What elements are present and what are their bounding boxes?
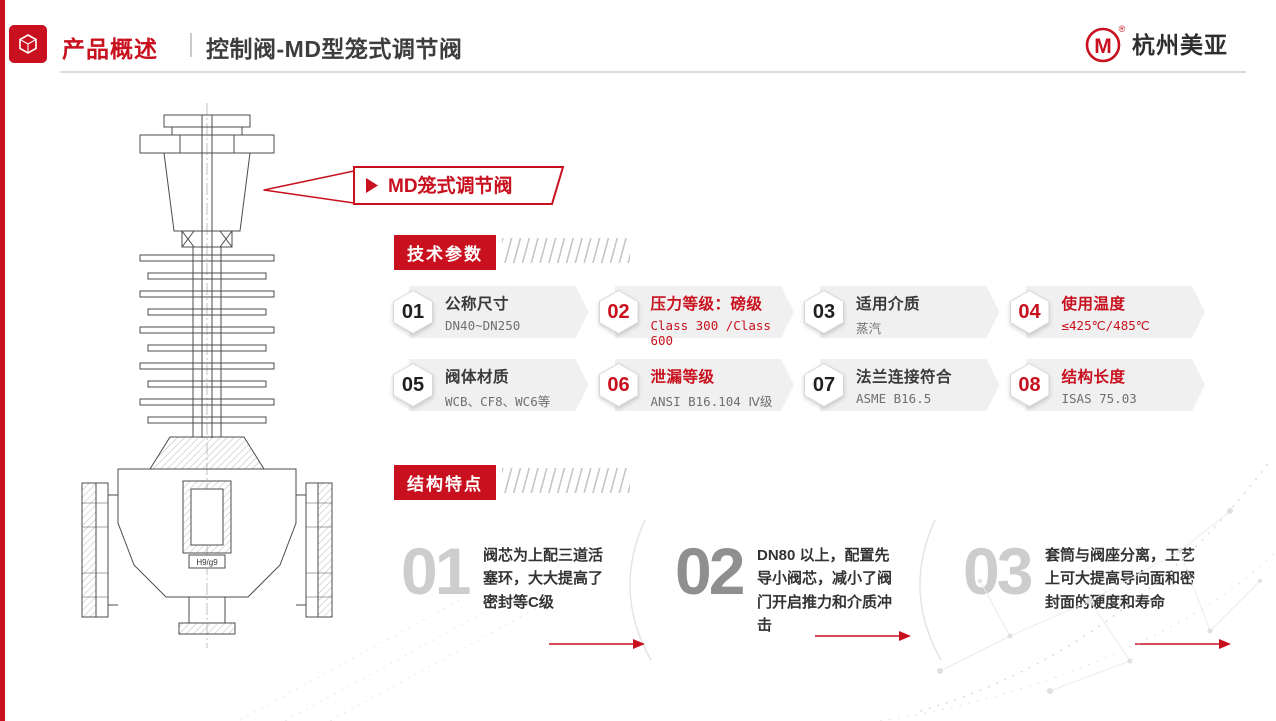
features-section-title: 结构特点 xyxy=(394,465,496,500)
tech-param-card-06: 06 泄漏等级 ANSI B16.104 Ⅳ级 xyxy=(598,356,795,414)
page-title: 产品概述 xyxy=(62,36,158,62)
ribbon-label: MD笼式调节阀 xyxy=(388,174,513,197)
features-row: 01 阀芯为上配三道活塞环，大大提高了密封等C级 02 DN80 以上，配置先导… xyxy=(393,518,1238,663)
param-label: 法兰连接符合 xyxy=(856,369,953,386)
param-value: ISAS 75.03 xyxy=(1061,391,1137,406)
cube-logo-icon xyxy=(9,25,47,63)
product-label-ribbon: MD笼式调节阀 xyxy=(262,162,567,215)
param-value: Class 300 /Class 600 xyxy=(650,318,771,348)
arrow-right-icon xyxy=(1135,639,1231,649)
param-value: ANSI B16.104 Ⅳ级 xyxy=(650,394,773,409)
feature-text: DN80 以上，配置先导小阀芯，减小了阀门开启推力和介质冲击 xyxy=(757,547,893,634)
param-number: 08 xyxy=(1010,364,1049,406)
card-band xyxy=(615,359,795,411)
param-number: 02 xyxy=(599,291,638,333)
param-value: 蒸汽 xyxy=(856,321,882,336)
feature-number: 02 xyxy=(675,534,745,608)
feature-number: 03 xyxy=(963,534,1033,608)
param-number-hexagon: 02 xyxy=(598,290,639,334)
card-band xyxy=(1026,359,1206,411)
registered-mark: ® xyxy=(1119,24,1126,34)
param-value: ASME B16.5 xyxy=(856,391,932,406)
card-band xyxy=(820,359,1000,411)
tech-params-hatch-decoration xyxy=(502,238,630,263)
feature-number: 01 xyxy=(401,534,471,608)
param-label: 压力等级：磅级 xyxy=(650,296,763,313)
feature-item-1: 01 阀芯为上配三道活塞环，大大提高了密封等C级 xyxy=(401,538,653,658)
left-accent-bar xyxy=(0,0,5,721)
brand-m-letter: M xyxy=(1094,35,1112,58)
tech-param-card-08: 08 结构长度 ISAS 75.03 xyxy=(1009,356,1206,414)
param-number-hexagon: 04 xyxy=(1009,290,1050,334)
param-label: 阀体材质 xyxy=(445,369,510,386)
arrow-right-icon xyxy=(549,639,645,649)
tech-param-card-07: 07 法兰连接符合 ASME B16.5 xyxy=(804,356,1000,414)
drawing-annotation: H9/g9 xyxy=(196,558,218,567)
play-icon xyxy=(366,178,378,193)
brand: M ® 杭州美亚 xyxy=(1082,20,1228,66)
param-label: 使用温度 xyxy=(1061,296,1126,313)
param-number: 07 xyxy=(805,364,843,406)
tech-params-grid: 01 公称尺寸 DN40~DN250 02 压力等级：磅级 Class 300 … xyxy=(393,283,1205,414)
param-number-hexagon: 06 xyxy=(598,363,639,407)
ribbon-tail xyxy=(263,170,355,204)
title-divider xyxy=(190,33,192,57)
brand-m-icon: M ® xyxy=(1085,24,1126,63)
param-label: 结构长度 xyxy=(1061,369,1126,386)
param-value: ≤425℃/485℃ xyxy=(1061,318,1150,333)
page-subtitle: 控制阀-MD型笼式调节阀 xyxy=(206,36,463,62)
param-label: 泄漏等级 xyxy=(650,369,715,386)
param-number: 03 xyxy=(805,291,843,333)
param-value: WCB、CF8、WC6等 xyxy=(445,394,551,409)
param-number-hexagon: 01 xyxy=(393,290,433,334)
card-band xyxy=(615,286,795,338)
tech-param-card-04: 04 使用温度 ≤425℃/485℃ xyxy=(1009,283,1206,341)
param-number-hexagon: 03 xyxy=(804,290,844,334)
feature-item-3: 03 套筒与阀座分离，工艺上可大提高导向面和密封面的硬度和寿命 xyxy=(963,534,1231,658)
param-number-hexagon: 07 xyxy=(804,363,844,407)
param-label: 公称尺寸 xyxy=(445,296,510,313)
param-number-hexagon: 05 xyxy=(393,363,433,407)
tech-param-card-05: 05 阀体材质 WCB、CF8、WC6等 xyxy=(393,356,589,414)
header-rule xyxy=(60,71,1246,73)
card-band xyxy=(1026,286,1206,338)
tech-param-card-02: 02 压力等级：磅级 Class 300 /Class 600 xyxy=(598,283,795,348)
feature-text: 套筒与阀座分离，工艺上可大提高导向面和密封面的硬度和寿命 xyxy=(1045,547,1196,611)
card-band xyxy=(409,286,589,338)
feature-text: 阀芯为上配三道活塞环，大大提高了密封等C级 xyxy=(483,547,604,611)
param-value: DN40~DN250 xyxy=(445,318,521,333)
ribbon-box xyxy=(353,166,565,205)
param-number-hexagon: 08 xyxy=(1009,363,1050,407)
feature-item-2: 02 DN80 以上，配置先导小阀芯，减小了阀门开启推力和介质冲击 xyxy=(675,538,935,658)
tech-param-card-03: 03 适用介质 蒸汽 xyxy=(804,283,1000,341)
tech-param-card-01: 01 公称尺寸 DN40~DN250 xyxy=(393,283,589,341)
features-hatch-decoration xyxy=(502,468,630,493)
card-band xyxy=(820,286,1000,338)
tech-params-section-title: 技术参数 xyxy=(394,235,496,270)
param-number: 05 xyxy=(394,364,432,406)
card-band xyxy=(409,359,589,411)
arrow-right-icon xyxy=(815,631,911,641)
param-number: 06 xyxy=(599,364,638,406)
brand-name: 杭州美亚 xyxy=(1132,32,1228,58)
param-number: 01 xyxy=(394,291,432,333)
valve-technical-drawing: H9/g9 xyxy=(52,103,362,653)
param-number: 04 xyxy=(1010,291,1049,333)
param-label: 适用介质 xyxy=(856,296,921,313)
